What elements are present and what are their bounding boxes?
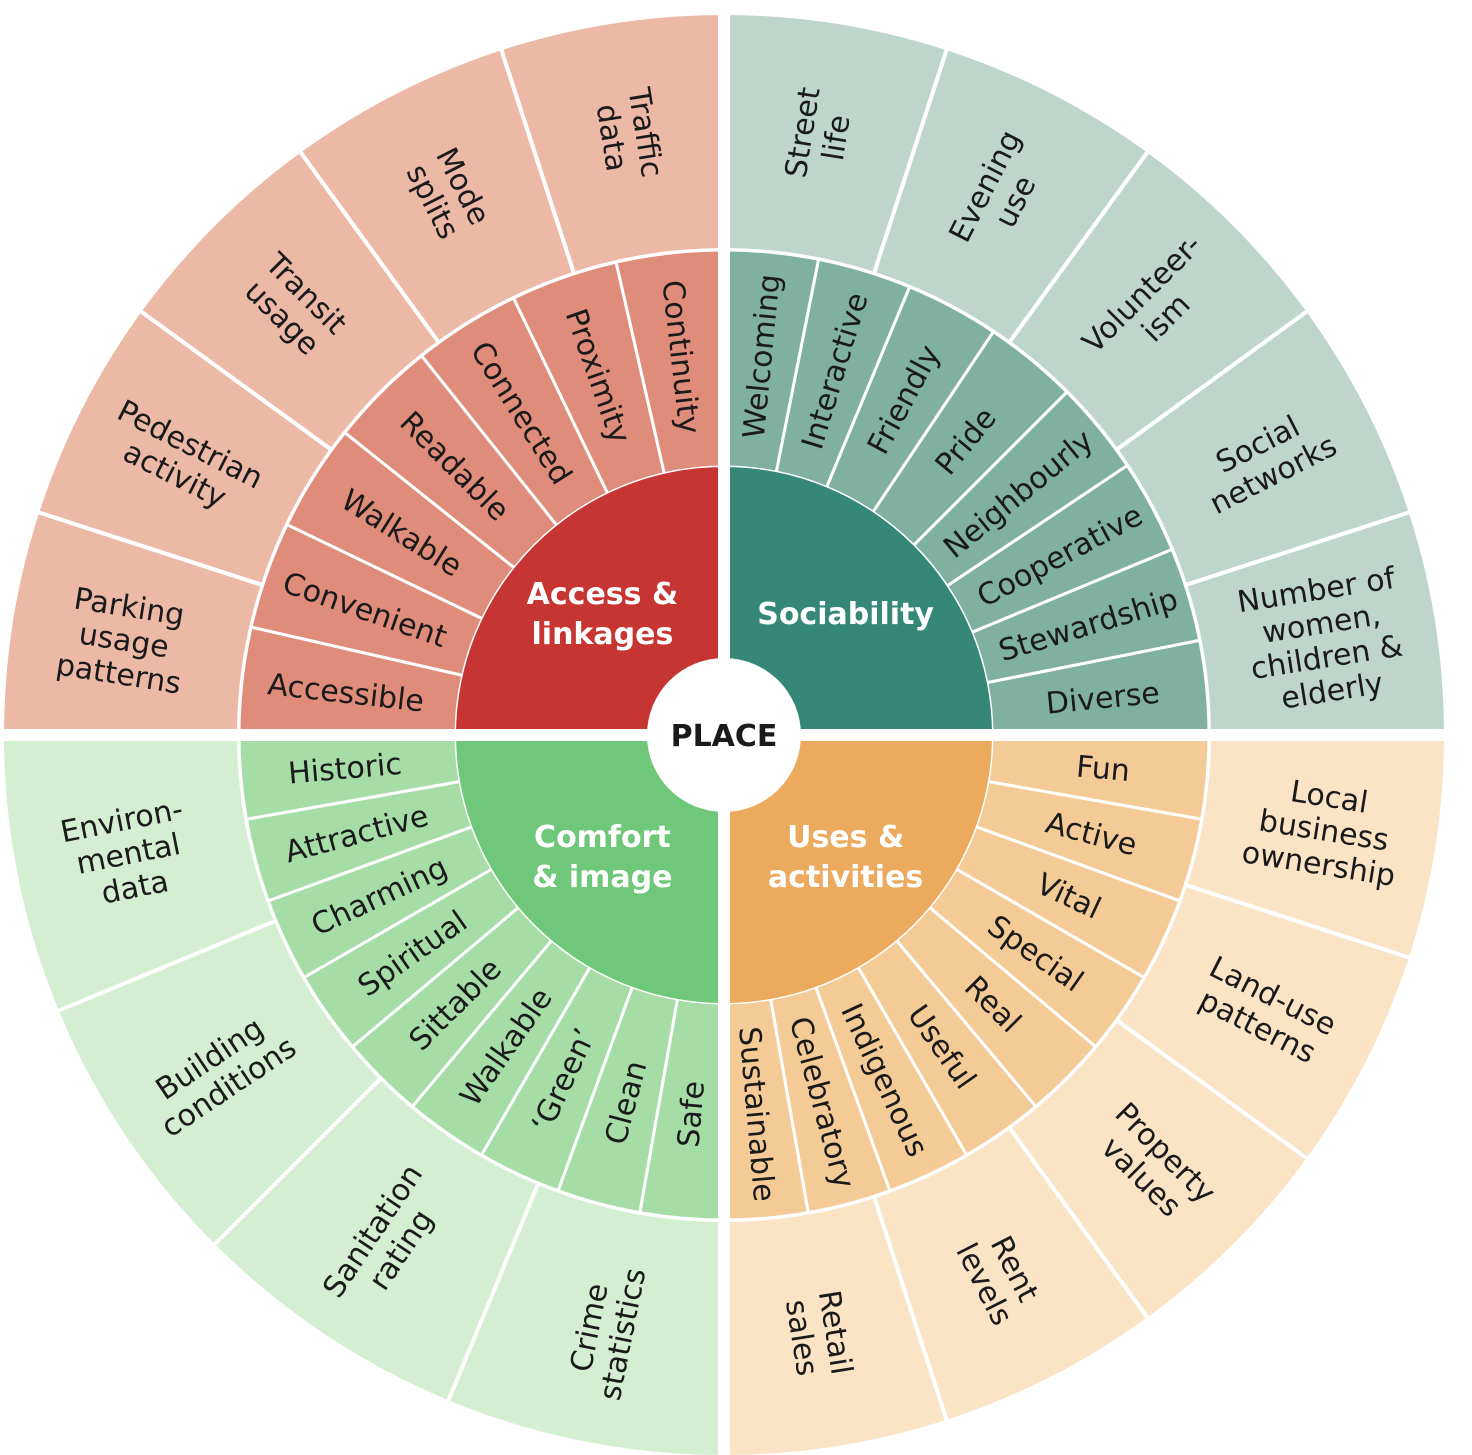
center-circle <box>647 658 801 812</box>
uses-activities-core-label-line: Uses & <box>787 820 904 855</box>
access-linkages-core-label: Access & linkages <box>527 577 678 652</box>
sociability-measurement-number-of-women-children-elderly: Number ofwomen,children &elderly <box>1235 561 1415 721</box>
access-linkages-core-segment <box>456 467 724 735</box>
sociability-core-label: Sociability <box>757 597 934 632</box>
access-linkages-core-label-line: linkages <box>532 617 674 652</box>
comfort-image-attribute-safe: Safe <box>671 1080 712 1149</box>
comfort-image-core-label: Comfort & image <box>532 820 672 895</box>
sociability-core-label-line: Sociability <box>757 597 934 632</box>
uses-activities-core-label: Uses & activities <box>768 820 923 895</box>
comfort-image-core-label-line: & image <box>532 860 672 895</box>
center-hub: PLACE <box>647 658 801 812</box>
comfort-image-core-label-line: Comfort <box>534 820 671 855</box>
uses-activities-attribute-fun: Fun <box>1075 749 1132 789</box>
sociability-measurement-line: life <box>816 113 858 164</box>
uses-activities-core-segment <box>724 735 992 1003</box>
comfort-image-core-segment <box>456 735 724 1003</box>
uses-activities-measurement-retail-sales: Retailsales <box>777 1288 858 1383</box>
center-label: PLACE <box>671 719 778 754</box>
access-linkages-core-label-line: Access & <box>527 577 678 612</box>
uses-activities-core-label-line: activities <box>768 860 923 895</box>
sociability-core-segment <box>724 467 992 735</box>
